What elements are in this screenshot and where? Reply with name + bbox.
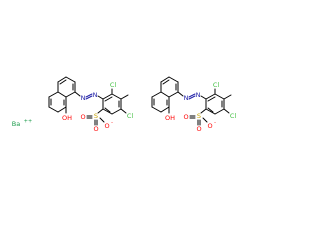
azo-nitrogen-2: N: [93, 91, 98, 99]
chlorine-upper: Cl: [213, 81, 220, 89]
sulfonate-group: S O O O -: [80, 108, 113, 133]
sulfonyl-oxygen-left: O: [183, 113, 188, 121]
sulfur-atom: S: [197, 112, 201, 120]
hydroxyl-group: OH: [62, 106, 72, 122]
azo-nitrogen-1: N: [184, 94, 189, 102]
sulfonyl-oxygen-bottom: O: [196, 125, 201, 133]
hydroxyl-label: OH: [62, 114, 72, 122]
chlorine-upper: Cl: [110, 81, 117, 89]
molecule-2: OH N N Cl Cl S: [151, 76, 237, 133]
chlorotoluene-ring: Cl Cl: [102, 81, 134, 120]
chlorotoluene-ring: Cl Cl: [205, 81, 237, 120]
barium-symbol: Ba: [12, 120, 20, 128]
chemical-structure-diagram: Ba ++ OH N: [12, 76, 237, 133]
chlorine-lower: Cl: [127, 112, 134, 120]
azo-bridge: N N: [74, 91, 104, 102]
sulfonate-group: S O O O -: [183, 108, 216, 133]
azo-bridge: N N: [177, 91, 207, 102]
chlorine-lower: Cl: [230, 112, 237, 120]
molecule-1: OH N N Cl Cl: [48, 76, 134, 133]
naphthol-ring-system: [151, 76, 179, 113]
azo-nitrogen-2: N: [196, 91, 201, 99]
sulfonate-oxygen-anion: O: [207, 122, 212, 130]
sulfonyl-oxygen-bottom: O: [93, 125, 98, 133]
sulfur-atom: S: [94, 112, 98, 120]
sulfonyl-oxygen-left: O: [80, 113, 85, 121]
sulfonate-oxygen-anion: O: [104, 122, 109, 130]
hydroxyl-group: OH: [165, 106, 175, 122]
hydroxyl-label: OH: [165, 114, 175, 122]
barium-charge: ++: [24, 119, 32, 125]
anion-charge: -: [214, 120, 216, 126]
anion-charge: -: [111, 120, 113, 126]
naphthol-ring-system: [48, 76, 76, 113]
counter-ion: Ba ++: [12, 119, 32, 129]
azo-nitrogen-1: N: [81, 94, 86, 102]
